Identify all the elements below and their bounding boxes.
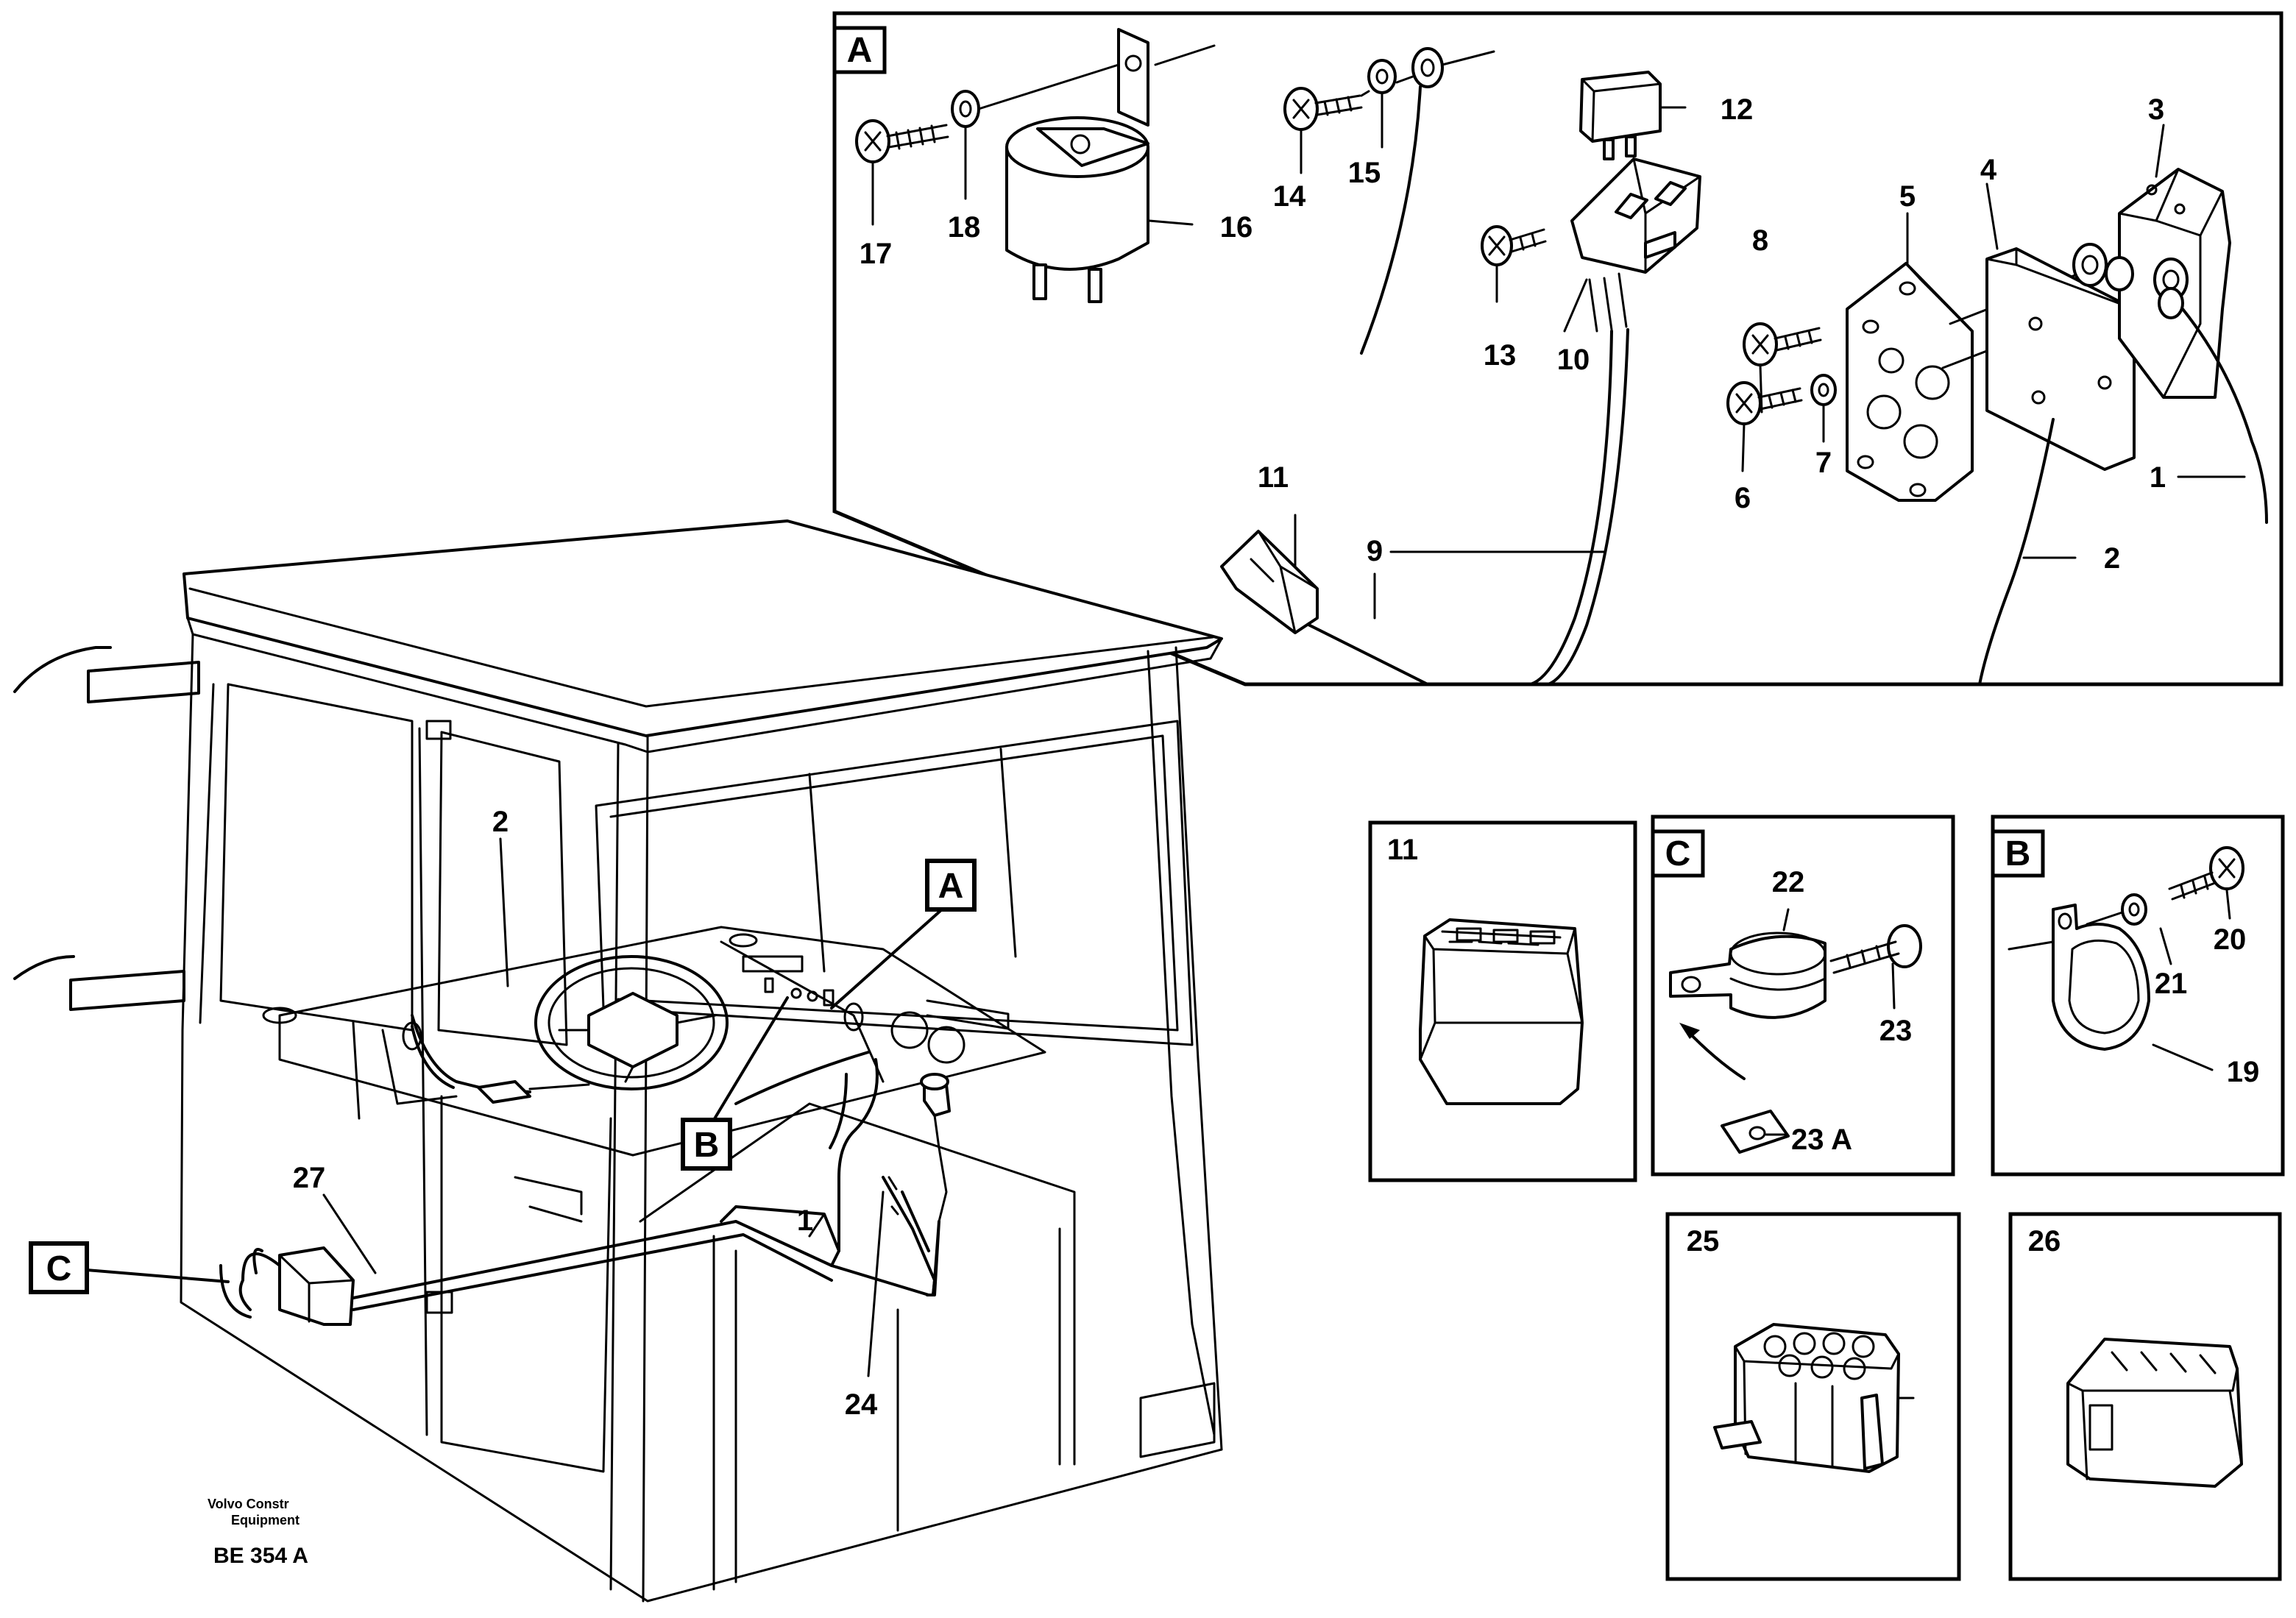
washer-21 bbox=[2086, 893, 2147, 926]
label-10: 10 bbox=[1557, 344, 1590, 376]
detail-a-leaders bbox=[871, 91, 2246, 620]
label-9-upper: 9 bbox=[1367, 535, 1383, 567]
relay-16 bbox=[1005, 28, 1149, 303]
label-19: 19 bbox=[2227, 1056, 2260, 1088]
wire-9 bbox=[1294, 328, 1629, 686]
ring-terminal-wire bbox=[1360, 47, 1495, 355]
detail-25-panel: 25 bbox=[1665, 1212, 1961, 1581]
footer-code: BE 354 A bbox=[213, 1544, 308, 1568]
detail-b-panel: B 19 20 21 bbox=[1991, 815, 2285, 1177]
relay-12 bbox=[1579, 71, 1685, 160]
detail-26-panel: 26 bbox=[2008, 1212, 2282, 1581]
washer-7 bbox=[1810, 374, 1837, 406]
detail-26-title: 26 bbox=[2028, 1225, 2061, 1257]
label-17: 17 bbox=[860, 238, 893, 270]
label-7: 7 bbox=[1815, 447, 1832, 479]
label-1: 1 bbox=[2150, 461, 2166, 494]
screw-14 bbox=[1283, 87, 1363, 131]
label-23a: 23 A bbox=[1791, 1124, 1852, 1156]
label-4: 4 bbox=[1980, 154, 1997, 186]
footer: Volvo Constr Equipment BE 354 A bbox=[208, 1497, 308, 1568]
screw-6 bbox=[1726, 381, 1803, 425]
label-11: 11 bbox=[1258, 461, 1289, 494]
pad-4 bbox=[1978, 247, 2136, 686]
washer-18 bbox=[951, 63, 1120, 128]
relay-socket-10 bbox=[1570, 157, 1701, 333]
main-label-1: 1 bbox=[797, 1204, 813, 1237]
main-label-24: 24 bbox=[845, 1388, 878, 1421]
detail-a-tag-label: A bbox=[847, 31, 873, 70]
label-21: 21 bbox=[2155, 968, 2188, 1000]
label-13: 13 bbox=[1484, 339, 1517, 372]
detail-a-panel: A bbox=[832, 11, 2283, 686]
label-3: 3 bbox=[2148, 93, 2164, 126]
footer-company-line1: Volvo Constr bbox=[208, 1497, 289, 1511]
callout-c-label: C bbox=[46, 1249, 72, 1288]
screw-17 bbox=[855, 119, 949, 163]
label-20: 20 bbox=[2214, 923, 2247, 956]
detail-11-title: 11 bbox=[1387, 834, 1418, 866]
main-label-2: 2 bbox=[492, 806, 509, 838]
callout-a-box bbox=[830, 859, 977, 1010]
label-22: 22 bbox=[1772, 866, 1805, 898]
nut-23a bbox=[1721, 1110, 1790, 1154]
plug-11 bbox=[1220, 530, 1319, 634]
detail-b-title: B bbox=[2005, 834, 2031, 873]
detail-a-tag bbox=[832, 26, 887, 74]
clip-19 bbox=[2008, 904, 2150, 1051]
label-15: 15 bbox=[1348, 157, 1381, 189]
cab-drawing: A B C 2 1 24 27 bbox=[13, 519, 1223, 1603]
bracket-3 bbox=[2072, 168, 2268, 524]
footer-company-line2: Equipment bbox=[231, 1513, 300, 1527]
connector-11 bbox=[1419, 918, 1584, 1105]
detail-25-title: 25 bbox=[1687, 1225, 1720, 1257]
label-18: 18 bbox=[948, 211, 981, 244]
detail-11-panel: 11 bbox=[1368, 820, 1637, 1182]
main-label-27: 27 bbox=[293, 1162, 326, 1194]
callout-b-label: B bbox=[694, 1126, 720, 1165]
clamp-22 bbox=[1669, 932, 1826, 1019]
connector-25 bbox=[1713, 1323, 1915, 1473]
callout-b-box bbox=[681, 996, 789, 1171]
label-16: 16 bbox=[1220, 211, 1253, 244]
label-8: 8 bbox=[1752, 224, 1768, 257]
detail-c-title: C bbox=[1665, 834, 1691, 873]
label-23: 23 bbox=[1879, 1015, 1913, 1047]
screw-20 bbox=[2168, 846, 2244, 901]
callout-a-label: A bbox=[938, 867, 964, 906]
label-2: 2 bbox=[2104, 542, 2120, 575]
label-6: 6 bbox=[1735, 482, 1751, 514]
connector-26 bbox=[2066, 1338, 2243, 1488]
screw-23 bbox=[1829, 924, 1922, 974]
label-12: 12 bbox=[1721, 93, 1754, 126]
label-5: 5 bbox=[1899, 180, 1916, 213]
washer-15 bbox=[1360, 59, 1397, 97]
detail-c-panel: C 22 23 23 A bbox=[1651, 815, 1955, 1177]
callout-c-box bbox=[29, 1241, 230, 1294]
screw-13 bbox=[1481, 225, 1547, 266]
label-14: 14 bbox=[1273, 180, 1306, 213]
